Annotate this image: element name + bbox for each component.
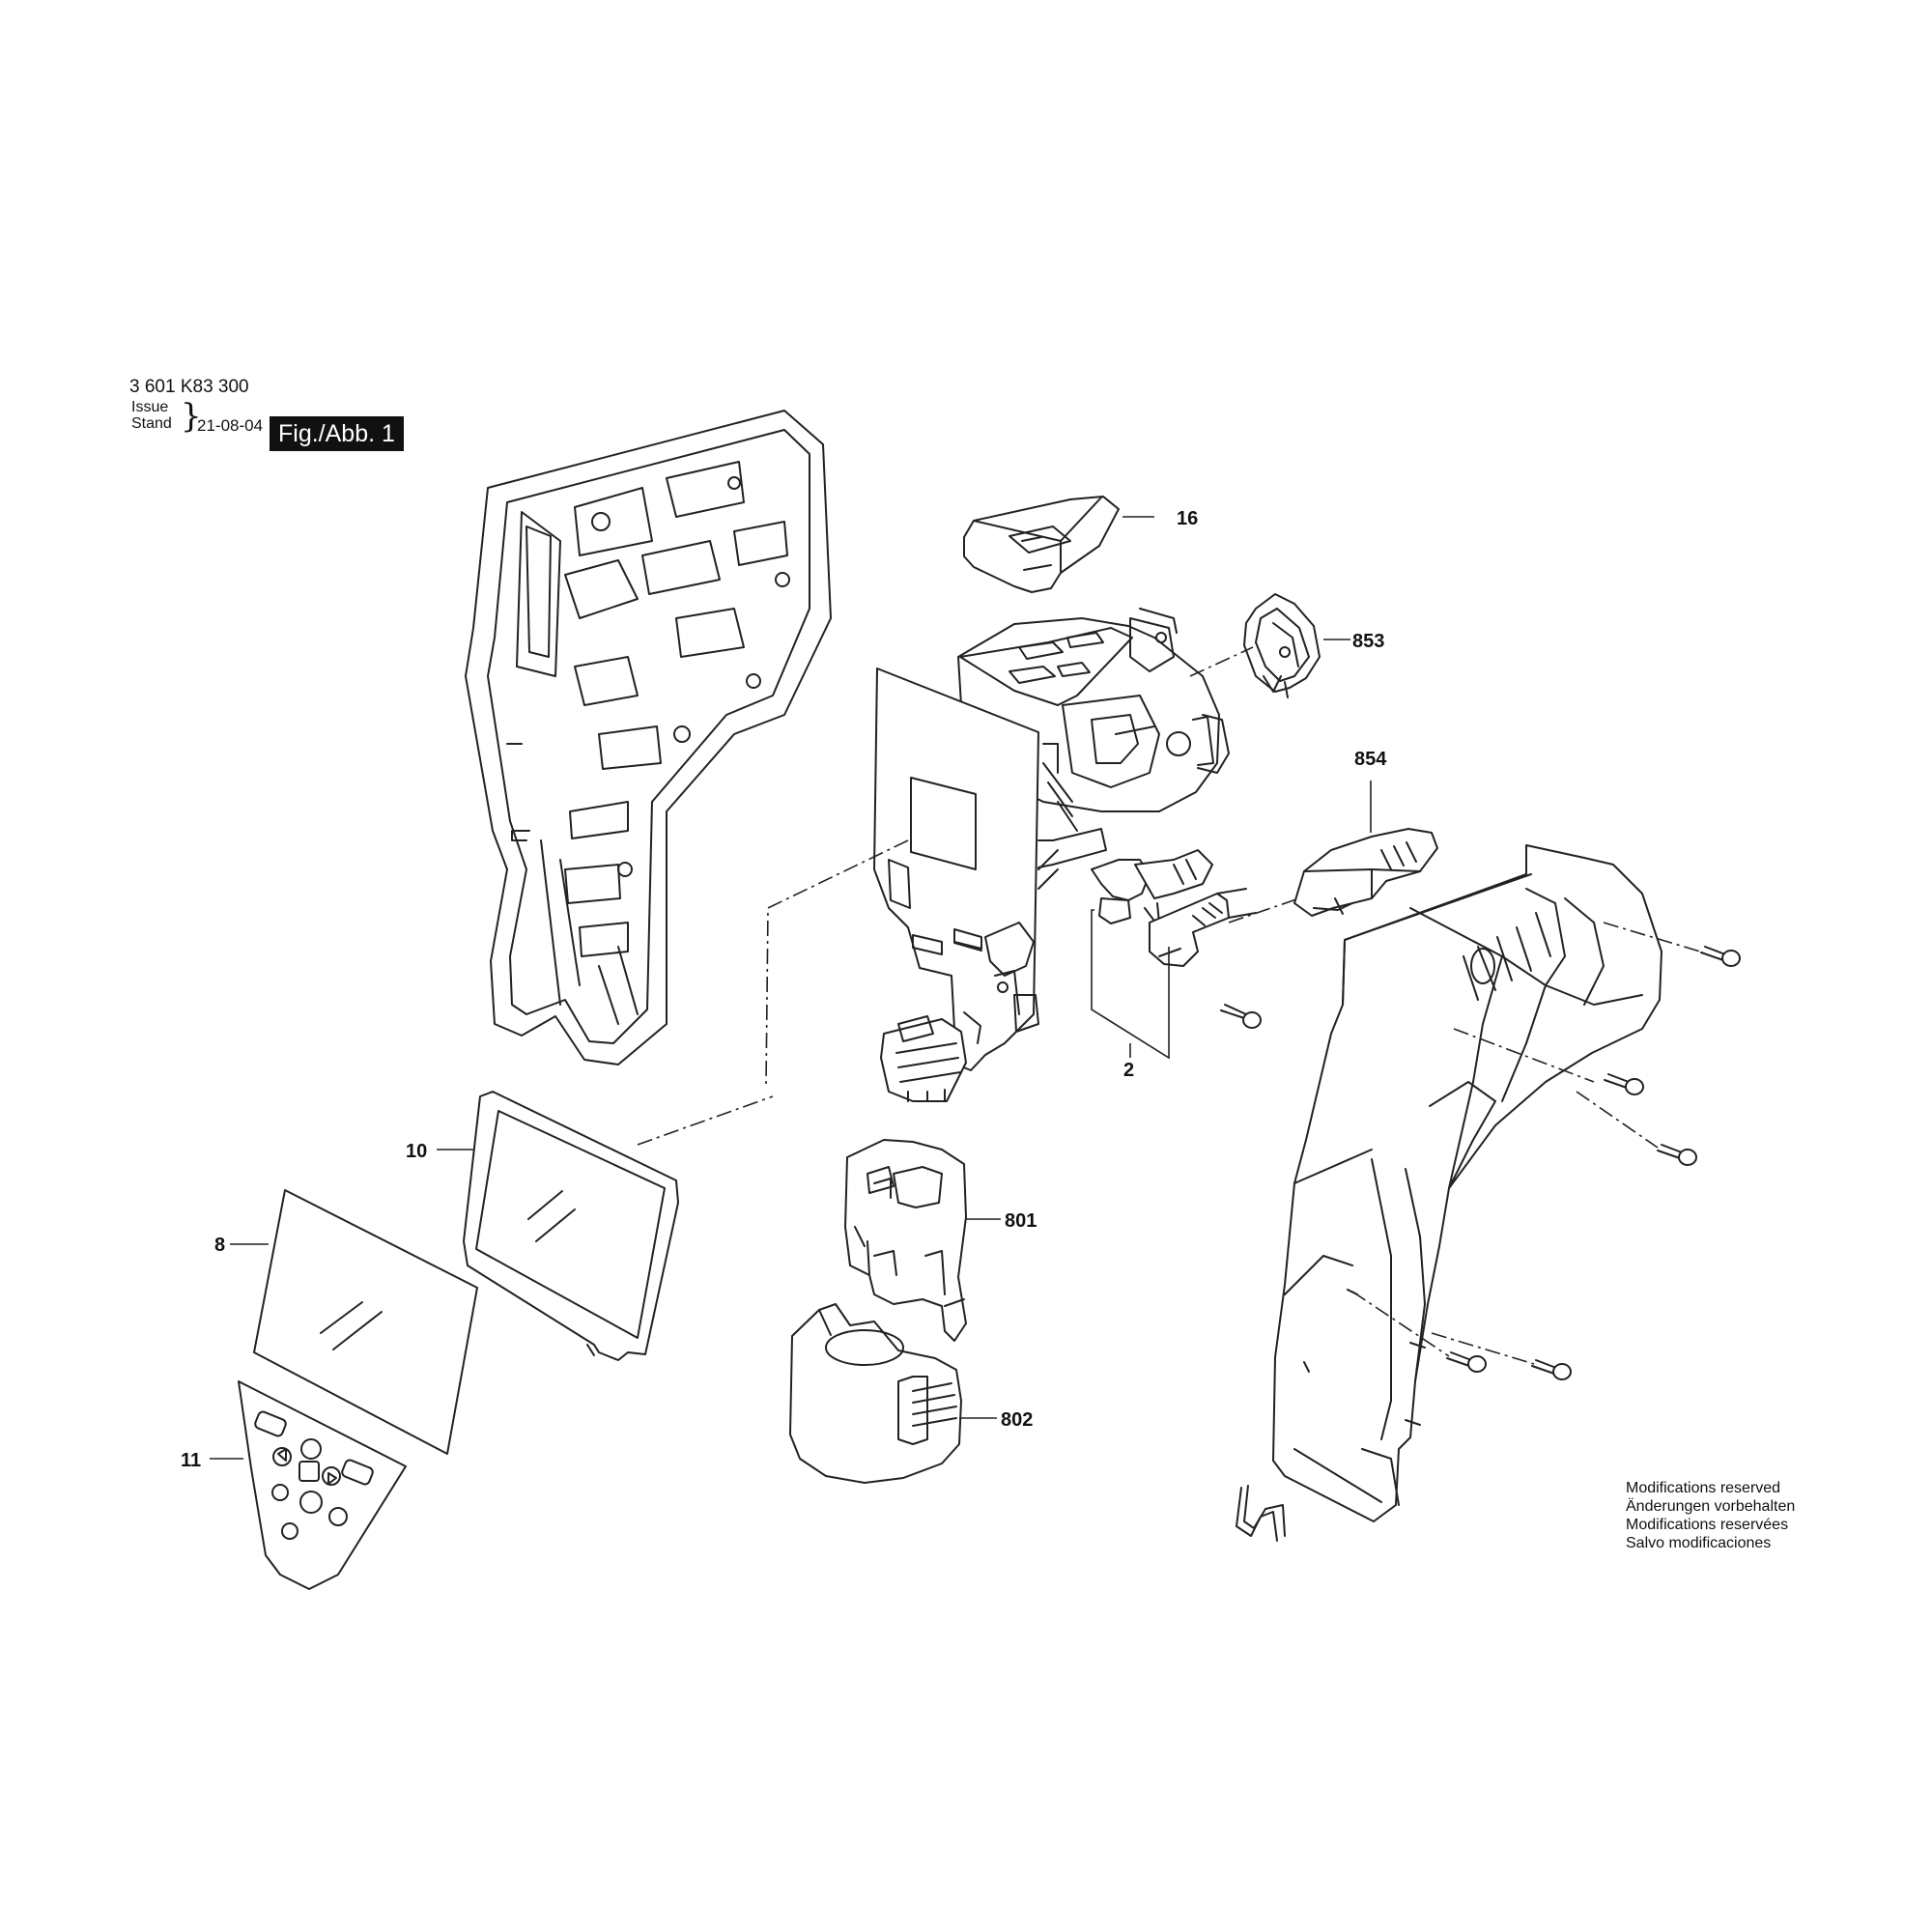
part-8-glass-panel	[253, 1189, 478, 1455]
part-802-battery-cap	[789, 1303, 962, 1484]
callout-802: 802	[1001, 1409, 1033, 1431]
brace-glyph: }	[181, 397, 202, 436]
stand-label: Stand	[131, 415, 172, 432]
issue-stand-labels: Issue Stand	[131, 399, 172, 432]
notice-de: Änderungen vorbehalten	[1626, 1498, 1796, 1515]
main-unit-assembly	[873, 608, 1230, 1102]
figure-badge: Fig./Abb. 1	[270, 416, 404, 451]
part-11-keypad	[238, 1380, 407, 1590]
part-853	[1243, 593, 1321, 698]
part-number: 3 601 K83 300	[129, 377, 249, 397]
right-housing-shell	[1272, 844, 1662, 1522]
issue-date: 21-08-04	[197, 416, 264, 435]
issue-label: Issue	[131, 399, 169, 415]
part-2-switch-assembly	[1091, 849, 1262, 1029]
assembly-axis-lines	[637, 646, 1701, 1365]
callout-801: 801	[1005, 1210, 1037, 1232]
clip	[1236, 1485, 1286, 1542]
callout-16: 16	[1177, 508, 1198, 529]
part-10-display-frame	[463, 1091, 679, 1361]
notice-es: Salvo modificaciones	[1626, 1535, 1772, 1551]
callout-10: 10	[406, 1141, 427, 1162]
callout-853: 853	[1352, 631, 1384, 652]
callout-2: 2	[1123, 1060, 1134, 1081]
part-854	[1293, 828, 1438, 917]
callout-854: 854	[1354, 749, 1387, 770]
screws-right	[1446, 946, 1741, 1380]
modifications-notice: Modifications reserved Änderungen vorbeh…	[1626, 1479, 1795, 1552]
leader-lines	[210, 516, 1372, 1460]
callout-11: 11	[181, 1450, 201, 1471]
callout-8: 8	[214, 1235, 225, 1256]
notice-fr: Modifications reservées	[1626, 1517, 1789, 1533]
notice-en: Modifications reserved	[1626, 1480, 1781, 1496]
part-16-cap	[963, 496, 1120, 593]
left-housing-shell	[465, 410, 832, 1065]
part-801-battery-holder	[844, 1139, 967, 1342]
